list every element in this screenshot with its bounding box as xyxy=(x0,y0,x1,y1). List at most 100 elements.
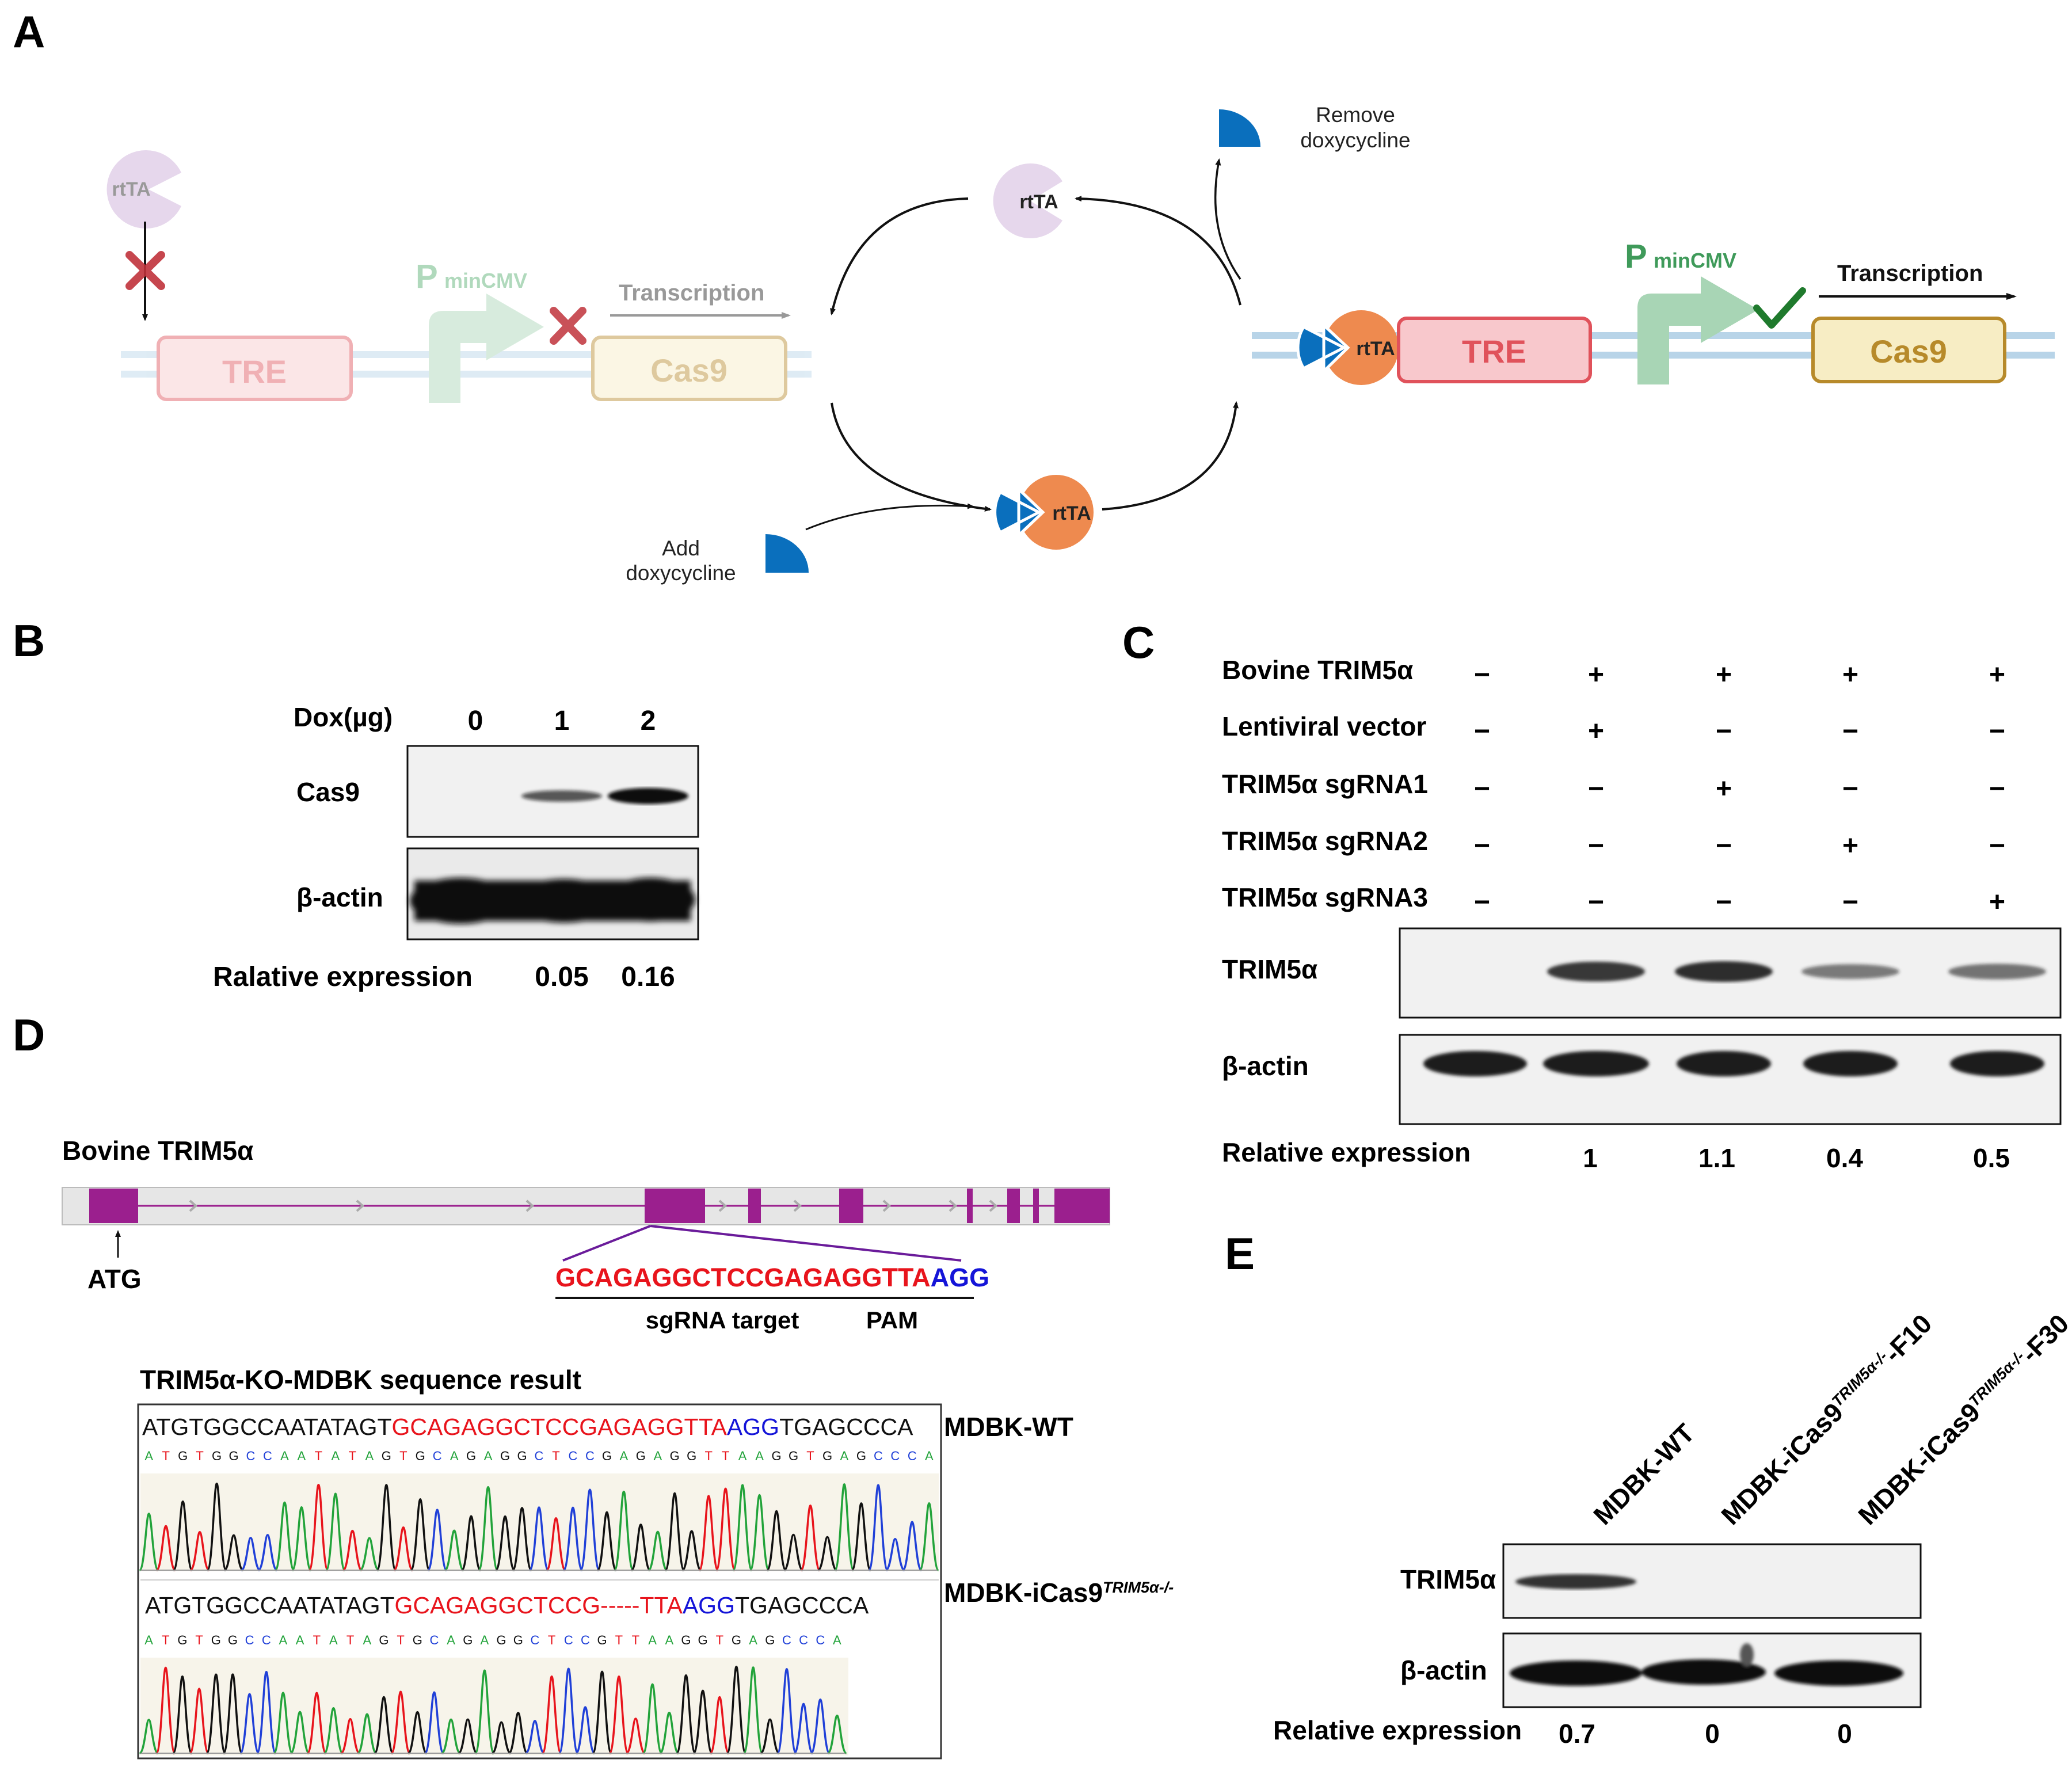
remove-dox-line2: doxycycline xyxy=(1300,128,1410,152)
trace-peak xyxy=(826,1715,848,1754)
base-call: C xyxy=(564,1633,573,1647)
intron-arrows xyxy=(189,1199,997,1212)
base-call: C xyxy=(433,1449,442,1463)
panel-a-letter: A xyxy=(13,6,45,57)
base-call: C xyxy=(908,1449,917,1463)
base-call: T xyxy=(195,1633,203,1647)
base-call: G xyxy=(856,1449,866,1463)
trace-peak xyxy=(525,1720,545,1754)
base-call: G xyxy=(789,1449,798,1463)
cycle-arc-bottom-left xyxy=(831,402,992,512)
sgrna-target-seq: GCAGAGGCTCCGAGAGGTTAAGG xyxy=(555,1263,989,1292)
c-sign: − xyxy=(1474,716,1490,747)
base-call: C xyxy=(429,1633,439,1647)
add-dox-line1: Add xyxy=(662,536,700,560)
e-rel-value-3: 0 xyxy=(1837,1719,1852,1749)
base-call: C xyxy=(816,1633,825,1647)
trace-peak xyxy=(528,1506,550,1571)
c-actin-bands xyxy=(1423,1051,2044,1076)
promoter-sub-active: minCMV xyxy=(1654,249,1736,272)
trace-peak xyxy=(558,1667,579,1754)
base-call: A xyxy=(665,1633,673,1647)
trace-peak xyxy=(323,1707,344,1754)
promoter-sub-inactive: minCMV xyxy=(444,269,527,292)
trace-peak xyxy=(793,1703,814,1754)
base-call: G xyxy=(517,1449,527,1463)
base-call: G xyxy=(765,1633,775,1647)
c-sign: + xyxy=(1842,660,1858,690)
exons xyxy=(89,1189,1110,1223)
c-rel-value-1: 1 xyxy=(1583,1143,1598,1173)
trace-peak xyxy=(783,1533,804,1571)
e-rel-label: Relative expression xyxy=(1273,1715,1522,1745)
trace-peak xyxy=(592,1670,612,1754)
base-call: A xyxy=(833,1633,841,1647)
trace-peak xyxy=(676,1674,696,1754)
promoter-arrow-inactive xyxy=(429,294,544,403)
c-sign: − xyxy=(1989,831,2005,861)
atg-label: ATG xyxy=(87,1264,142,1294)
trace-peak xyxy=(562,1506,584,1571)
base-call: C xyxy=(874,1449,883,1463)
base-call: G xyxy=(178,1449,188,1463)
panel-e-letter: E xyxy=(1225,1228,1255,1279)
base-call: A xyxy=(738,1449,747,1463)
trace-peak xyxy=(426,1509,448,1571)
c-sign: − xyxy=(1474,774,1490,804)
base-call: C xyxy=(535,1449,544,1463)
trace-peak xyxy=(139,1719,159,1754)
b-actin-bands xyxy=(410,878,695,924)
transcription-label-active: Transcription xyxy=(1837,261,1983,286)
trace-peak xyxy=(732,1484,753,1571)
rtta-label-cycle-top: rtTA xyxy=(1019,191,1058,213)
trace-peak xyxy=(726,1665,747,1754)
base-call: C xyxy=(585,1449,595,1463)
sgrna-target-label: sgRNA target xyxy=(646,1307,799,1334)
base-call: G xyxy=(382,1449,391,1463)
c-trim-band xyxy=(1948,964,2046,980)
promoter-p-active: P xyxy=(1625,238,1647,275)
tre-box-active xyxy=(1397,317,1592,383)
base-call: C xyxy=(799,1633,808,1647)
base-call: A xyxy=(363,1633,371,1647)
trace-peak xyxy=(867,1484,889,1571)
transcription-label-inactive: Transcription xyxy=(619,280,764,306)
c-sign: − xyxy=(1716,716,1732,747)
dose-1: 1 xyxy=(554,706,570,736)
trace-peak xyxy=(342,1529,363,1571)
dox-label: Dox(µg) xyxy=(294,702,393,732)
trace-peak xyxy=(393,1526,414,1571)
base-call: T xyxy=(349,1449,356,1463)
dox-add-icon xyxy=(765,534,809,573)
cas9-box-active xyxy=(1811,317,2006,383)
base-call: A xyxy=(447,1633,455,1647)
trace-peak xyxy=(512,1507,532,1571)
trace-peak xyxy=(356,1713,378,1754)
e-rel-value-2: 0 xyxy=(1705,1719,1720,1749)
tre-box-inactive xyxy=(157,336,353,401)
trace-peak xyxy=(376,1484,397,1571)
cas9-label-inactive: Cas9 xyxy=(650,352,728,389)
ko-sample-label: MDBK-iCas9TRIM5α-/- xyxy=(944,1578,1174,1608)
base-call: G xyxy=(732,1633,741,1647)
c-sign: − xyxy=(1842,774,1858,804)
b-rel-value-2: 0.16 xyxy=(621,962,675,992)
base-call: G xyxy=(681,1633,691,1647)
trace-peak xyxy=(608,1675,630,1754)
trace-peak xyxy=(625,1718,646,1754)
c-row-label: TRIM5α sgRNA1 xyxy=(1222,769,1428,799)
base-call: T xyxy=(315,1449,322,1463)
c-condition-table: Bovine TRIM5α−++++Lentiviral vector−+−−−… xyxy=(1222,655,2005,917)
base-call: C xyxy=(245,1633,254,1647)
base-call: G xyxy=(416,1449,425,1463)
trace-peak xyxy=(189,1531,211,1571)
trace-peak xyxy=(325,1492,346,1571)
trace-peak xyxy=(359,1537,379,1571)
red-x-icon xyxy=(550,307,586,345)
e-rel-value-1: 0.7 xyxy=(1559,1719,1595,1749)
remove-dox-line1: Remove xyxy=(1316,103,1395,127)
dose-0: 0 xyxy=(468,706,483,736)
base-call: T xyxy=(722,1449,729,1463)
